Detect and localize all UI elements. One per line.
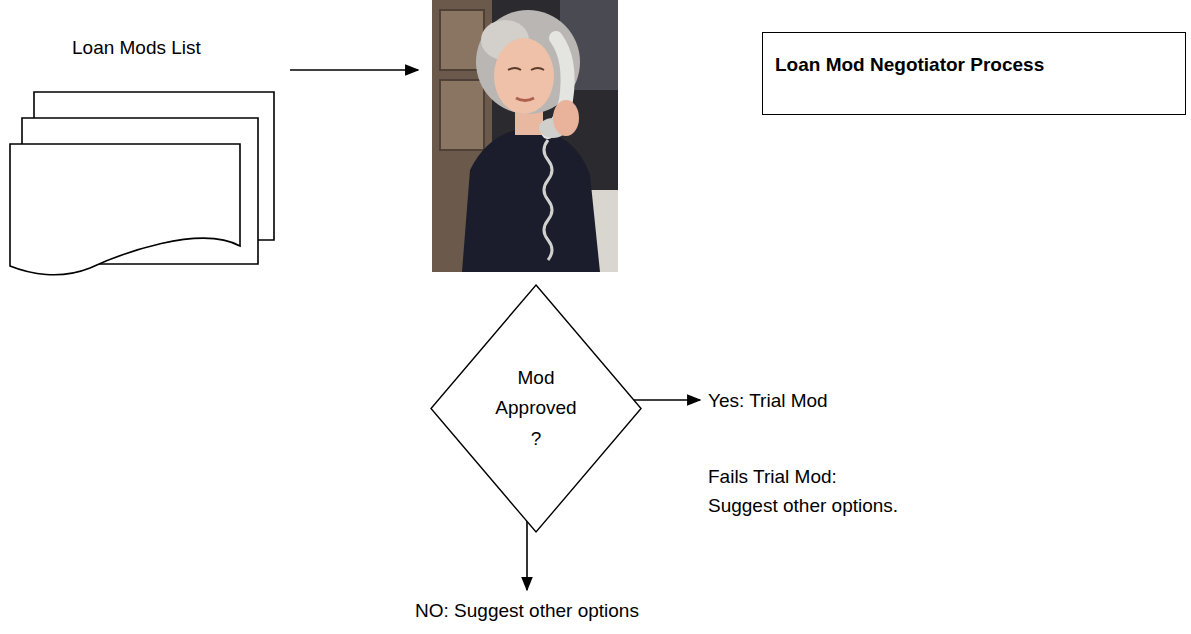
node-heading: Loan Mods List (72, 36, 201, 60)
diagram-title: Loan Mod Negotiator Process (763, 33, 1185, 77)
title-box: Loan Mod Negotiator Process (762, 32, 1186, 115)
decision-diamond: Mod Approved ? (430, 284, 642, 533)
document-stack: Loan Mods List (8, 36, 282, 298)
decision-text: Mod Approved ? (490, 363, 582, 454)
flow-arrow (290, 69, 418, 71)
outcome-note: Fails Trial Mod: Suggest other options. (708, 462, 908, 521)
flow-arrow (626, 399, 700, 401)
outcome-note: NO: Suggest other options (380, 596, 674, 625)
document-stack-shape (8, 36, 282, 298)
outcome-note: Yes: Trial Mod (708, 386, 828, 415)
negotiator-photo (432, 0, 618, 272)
flow-arrow (526, 514, 528, 590)
